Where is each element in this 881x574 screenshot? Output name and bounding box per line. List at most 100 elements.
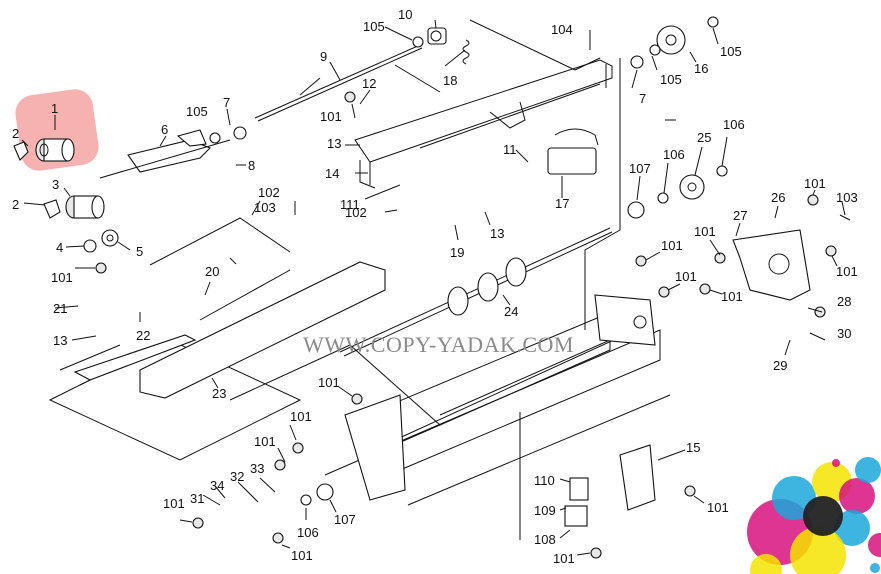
callout-6: 6: [161, 122, 168, 137]
part-6-feed-bracket: [99, 129, 231, 179]
callout-102: 102: [345, 205, 367, 220]
callout-16: 16: [694, 61, 708, 76]
callout-20: 20: [205, 264, 219, 279]
callout-7: 7: [639, 91, 646, 106]
callout-18: 18: [443, 73, 457, 88]
callout-30: 30: [837, 326, 851, 341]
callout-101: 101: [51, 270, 73, 285]
part-9-shaft: [254, 44, 423, 122]
callout-24: 24: [504, 304, 518, 319]
callout-101: 101: [163, 496, 185, 511]
cmyk-logo: [747, 457, 881, 574]
callout-101: 101: [320, 109, 342, 124]
side-plate-left: [344, 394, 406, 501]
logo-circle-yellow: [790, 527, 846, 574]
callout-101: 101: [254, 434, 276, 449]
callout-labels: 1 2 2 3 4 5 6 7 7 8 9 10 11 12 13 13 13 …: [12, 7, 858, 566]
logo-circle-magenta: [868, 533, 881, 557]
callout-27: 27: [733, 208, 747, 223]
part-24-rollers: [447, 257, 527, 316]
callout-101: 101: [290, 409, 312, 424]
callout-2: 2: [12, 197, 19, 212]
callout-101: 101: [707, 500, 729, 515]
part-25-gear: [679, 174, 705, 200]
callout-28: 28: [837, 294, 851, 309]
callout-108: 108: [534, 532, 556, 547]
callout-31: 31: [190, 491, 204, 506]
callout-26: 26: [771, 190, 785, 205]
callout-103: 103: [254, 200, 276, 215]
callout-15: 15: [686, 440, 700, 455]
screws-101: [95, 91, 837, 559]
callout-11: 11: [503, 142, 517, 157]
part-18-spring: [462, 39, 470, 65]
callout-10: 10: [398, 7, 412, 22]
callout-32: 32: [230, 469, 244, 484]
callout-104: 104: [551, 22, 573, 37]
callout-4: 4: [56, 240, 63, 255]
callout-3: 3: [52, 177, 59, 192]
part-2-clip: [13, 141, 61, 219]
logo-circle-black: [803, 496, 843, 536]
part-10-holder: [427, 27, 447, 45]
callout-105: 105: [660, 72, 682, 87]
logo-circle-cyan: [855, 457, 881, 483]
callout-105: 105: [720, 44, 742, 59]
part-27-bracket-plate: [732, 229, 811, 301]
callout-2: 2: [12, 126, 19, 141]
callout-8: 8: [248, 158, 255, 173]
washers: [209, 16, 728, 506]
callout-34: 34: [210, 478, 224, 493]
callout-103: 103: [836, 190, 858, 205]
callout-107: 107: [629, 161, 651, 176]
callout-101: 101: [675, 269, 697, 284]
callout-101: 101: [318, 375, 340, 390]
callout-101: 101: [694, 224, 716, 239]
watermark-text: WWW.COPY-YADAK.COM: [303, 332, 574, 357]
callout-105: 105: [186, 104, 208, 119]
callout-17: 17: [555, 196, 569, 211]
callout-101: 101: [661, 238, 683, 253]
callout-29: 29: [773, 358, 787, 373]
part-23-guide: [73, 261, 386, 399]
side-plate-right: [594, 294, 656, 346]
callout-101: 101: [553, 551, 575, 566]
callout-5: 5: [136, 244, 143, 259]
callout-109: 109: [534, 503, 556, 518]
callout-1: 1: [51, 101, 58, 116]
callout-14: 14: [325, 166, 339, 181]
callout-101: 101: [804, 176, 826, 191]
logo-dot-cyan: [870, 563, 880, 573]
callout-106: 106: [723, 117, 745, 132]
callout-21: 21: [53, 301, 67, 316]
callout-111: 111: [340, 197, 360, 212]
assembly-frame-lines: [48, 19, 671, 540]
callout-13: 13: [53, 333, 67, 348]
part-15-bracket: [619, 444, 656, 511]
part-4-5-gears: [83, 229, 119, 253]
part-16-gear: [656, 25, 686, 55]
part-17-solenoid: [547, 128, 599, 175]
callout-7: 7: [223, 95, 230, 110]
logo-circle-yellow: [750, 554, 782, 574]
callout-23: 23: [212, 386, 226, 401]
part-1-paper-feed-roller: [35, 138, 75, 162]
callout-106: 106: [297, 525, 319, 540]
callout-102: 102: [258, 185, 280, 200]
logo-dot-magenta: [832, 459, 840, 467]
callout-13: 13: [327, 136, 341, 151]
callout-101: 101: [836, 264, 858, 279]
callout-105: 105: [363, 19, 385, 34]
callout-25: 25: [697, 130, 711, 145]
callout-106: 106: [663, 147, 685, 162]
logo-circle-cyan: [834, 510, 870, 546]
logo-circle-magenta: [839, 478, 875, 514]
callout-22: 22: [136, 328, 150, 343]
part-3-roller: [65, 195, 105, 219]
callout-33: 33: [250, 461, 264, 476]
callout-12: 12: [362, 76, 376, 91]
part-108-110-sensors: [564, 477, 589, 527]
callout-101: 101: [721, 289, 743, 304]
callout-110: 110: [534, 473, 555, 488]
